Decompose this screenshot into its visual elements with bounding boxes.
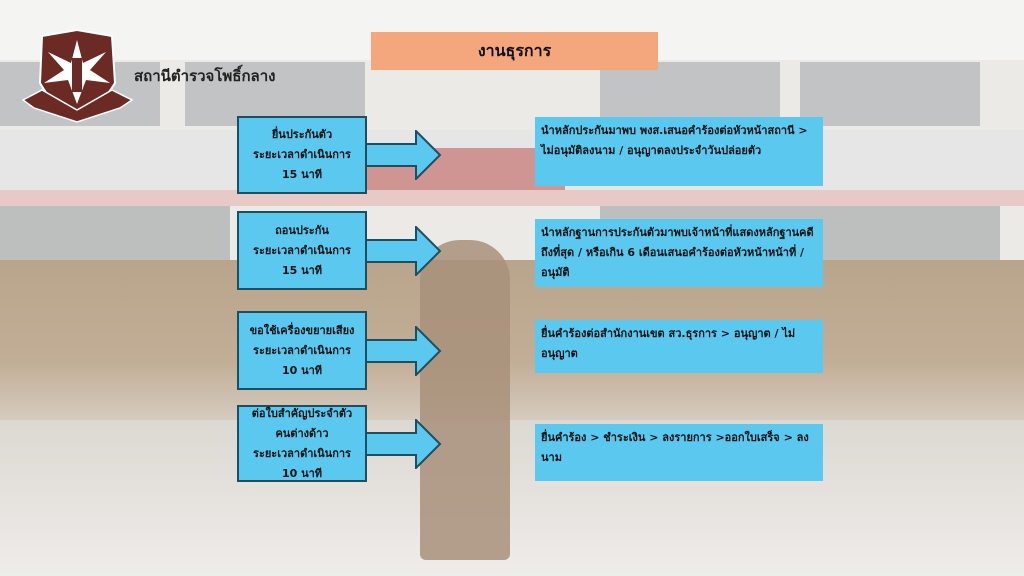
service-line: 10 นาที xyxy=(281,466,323,480)
service-description: นำหลักฐานการประกันตัวมาพบเจ้าหน้าที่แสดง… xyxy=(535,219,823,287)
service-line: ต่อใบสำคัญประจำตัว xyxy=(251,406,353,420)
arrow-right-icon xyxy=(366,418,442,469)
police-badge-logo xyxy=(21,28,134,123)
service-line: ระยะเวลาดำเนินการ xyxy=(253,243,351,257)
service-line: คนต่างด้าว xyxy=(275,426,329,440)
service-box: ยื่นประกันตัวระยะเวลาดำเนินการ 15 นาที xyxy=(237,116,367,194)
service-line: 15 นาที xyxy=(281,168,323,181)
service-line: 15 นาที xyxy=(281,263,323,277)
service-line: ยื่นประกันตัว xyxy=(271,128,333,141)
arrow-right-icon xyxy=(366,325,442,376)
service-line: ขอใช้เครื่องขยายเสียง xyxy=(249,323,355,337)
service-description: นำหลักประกันมาพบ พงส.เสนอคำร้องต่อหัวหน้… xyxy=(535,117,823,186)
service-description: ยื่นคำร้อง > ชำระเงิน > ลงรายการ >ออกใบเ… xyxy=(535,424,823,481)
service-description: ยื่นคำร้องต่อสำนักงานเขต สว.ธุรการ > อนุ… xyxy=(535,320,823,373)
service-line: ระยะเวลาดำเนินการ xyxy=(253,446,351,460)
service-box: ต่อใบสำคัญประจำตัวคนต่างด้าวระยะเวลาดำเน… xyxy=(237,405,367,482)
service-line: ถอนประกัน xyxy=(275,223,329,237)
service-box: ถอนประกันระยะเวลาดำเนินการ 15 นาที xyxy=(237,211,367,290)
page-title: งานธุรการ xyxy=(371,32,658,70)
service-line: ระยะเวลาดำเนินการ xyxy=(253,148,351,161)
service-line: ระยะเวลาดำเนินการ xyxy=(253,343,351,357)
service-box: ขอใช้เครื่องขยายเสียงระยะเวลาดำเนินการ 10… xyxy=(237,311,367,390)
service-line: 10 นาที xyxy=(281,363,323,377)
arrow-right-icon xyxy=(366,130,442,180)
station-name: สถานีตำรวจโพธิ์กลาง xyxy=(134,67,276,85)
arrow-right-icon xyxy=(366,225,442,276)
